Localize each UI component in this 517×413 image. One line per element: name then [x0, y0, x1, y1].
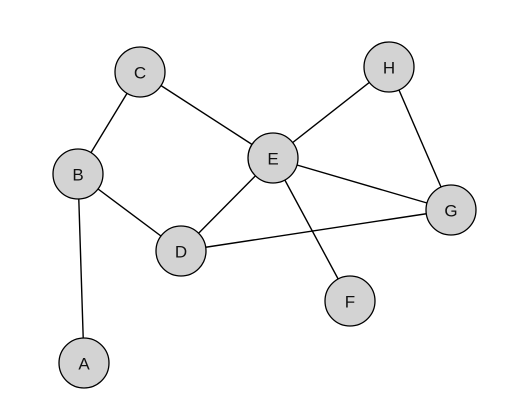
edge-h-g [388, 66, 452, 211]
node-f-circle [324, 275, 376, 327]
node-d-circle [155, 225, 207, 277]
node-b-circle [52, 148, 104, 200]
node-e: E [247, 132, 299, 184]
node-f-label: F [345, 293, 355, 312]
edge-a-b [77, 173, 85, 364]
node-b: B [52, 148, 104, 200]
node-h-circle [363, 41, 415, 93]
node-h: H [363, 41, 415, 93]
node-h-label: H [383, 59, 395, 78]
node-b-label: B [72, 166, 83, 185]
edge-c-e [139, 71, 274, 159]
node-c-label: C [134, 64, 146, 83]
node-c: C [114, 46, 166, 98]
node-g: G [425, 184, 477, 236]
node-a: A [58, 337, 110, 389]
nodes-layer: A B C D E F G H [52, 41, 477, 389]
node-f: F [324, 275, 376, 327]
node-d: D [155, 225, 207, 277]
edge-e-g [272, 157, 452, 211]
node-e-circle [247, 132, 299, 184]
node-c-circle [114, 46, 166, 98]
node-e-label: E [267, 150, 278, 169]
node-g-label: G [444, 202, 457, 221]
edges-layer [77, 66, 452, 364]
node-d-label: D [175, 243, 187, 262]
node-a-label: A [78, 355, 90, 374]
node-g-circle [425, 184, 477, 236]
edge-e-f [272, 157, 351, 302]
node-a-circle [58, 337, 110, 389]
edge-d-g [180, 209, 452, 252]
